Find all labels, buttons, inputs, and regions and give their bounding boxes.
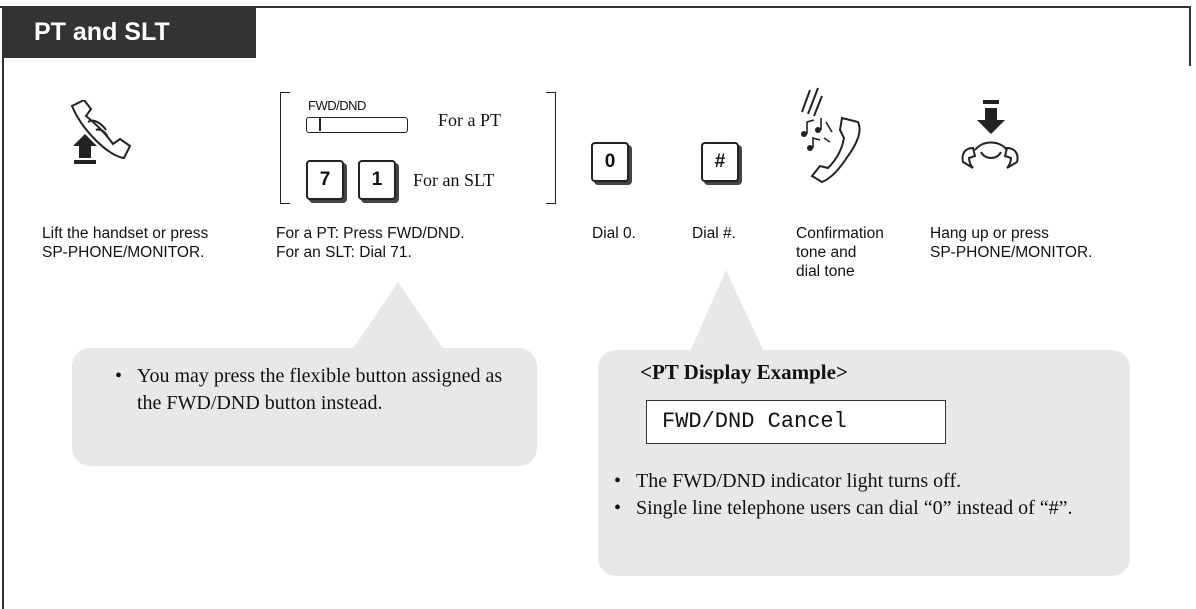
right-note-callout (598, 350, 1130, 576)
left-note-bullet: You may press the flexible button assign… (115, 363, 515, 417)
right-note-bullet-2: Single line telephone users can dial “0”… (614, 495, 1114, 522)
handset-lift-icon (70, 100, 132, 164)
right-note-bullets: The FWD/DND indicator light turns off. S… (614, 468, 1114, 522)
step-2-caption: For a PT: Press FWD/DND. For an SLT: Dia… (276, 225, 465, 261)
key-0: 0 (591, 142, 629, 182)
pt-display-box: FWD/DND Cancel (646, 400, 946, 444)
handset-hangup-icon (961, 100, 1019, 169)
key-7: 7 (306, 160, 344, 200)
frame-left-border (2, 6, 4, 609)
for-slt-label: For an SLT (413, 170, 495, 190)
fwd-dnd-button (306, 117, 408, 133)
step-3-caption: Dial 0. (592, 225, 636, 242)
step-5-caption: Confirmation tone and dial tone (796, 225, 884, 280)
bracket-right (546, 92, 556, 204)
right-callout-pointer (690, 270, 764, 352)
right-note-bullet-1: The FWD/DND indicator light turns off. (614, 468, 1114, 495)
display-example-title: <PT Display Example> (640, 360, 848, 384)
frame-right-border (1189, 6, 1191, 66)
for-pt-label: For a PT (438, 110, 501, 130)
fwd-dnd-button-label: FWD/DND (308, 98, 366, 113)
step-1-caption: Lift the handset or press SP-PHONE/MONIT… (42, 225, 209, 261)
left-note-text: You may press the flexible button assign… (115, 363, 515, 417)
step-6-caption: Hang up or press SP-PHONE/MONITOR. (930, 225, 1093, 261)
key-1: 1 (358, 160, 396, 200)
bracket-left (280, 92, 290, 204)
step-4-caption: Dial #. (692, 225, 736, 242)
frame-top-border (0, 6, 1191, 8)
section-tab: PT and SLT (2, 6, 256, 58)
confirmation-tone-handset-icon (801, 87, 861, 184)
key-hash: # (701, 142, 739, 182)
left-callout-pointer (352, 282, 444, 350)
